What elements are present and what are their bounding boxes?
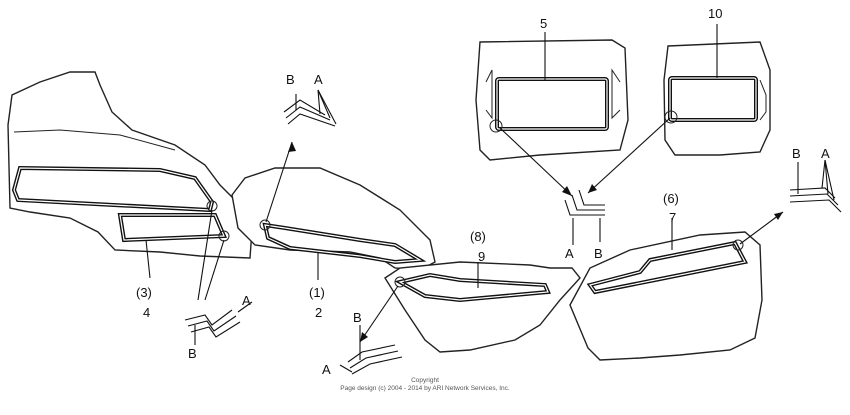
- label-part-4: 4: [143, 305, 150, 320]
- layer-label-a: A: [821, 146, 830, 161]
- lower-side-panel: [384, 261, 581, 353]
- layer-label-b: B: [594, 246, 603, 261]
- label-part-9: 9: [478, 249, 485, 264]
- label-part-3: (3): [136, 285, 152, 300]
- label-part-8: (8): [470, 229, 486, 244]
- right-side-panel: [569, 218, 763, 361]
- left-cowl-panel: [7, 71, 253, 279]
- layer-detail-right: [739, 159, 842, 245]
- layer-label-a: A: [322, 362, 331, 377]
- label-part-7: 7: [669, 210, 676, 225]
- label-part-10: 10: [708, 6, 722, 21]
- label-part-5: 5: [540, 16, 547, 31]
- layer-label-a: A: [314, 72, 323, 87]
- label-part-1: (1): [309, 285, 325, 300]
- layer-label-a: A: [242, 293, 251, 308]
- label-part-6: (6): [663, 191, 679, 206]
- layer-label-b: B: [353, 310, 362, 325]
- layer-detail-center: [499, 117, 671, 245]
- label-part-2: 2: [315, 305, 322, 320]
- layer-detail-bottom-left: [184, 209, 253, 345]
- copyright-line-2: Page design (c) 2004 - 2014 by ARI Netwo…: [340, 385, 510, 392]
- layer-detail-top-left: [265, 89, 337, 223]
- layer-label-b: B: [286, 72, 295, 87]
- layer-label-a: A: [565, 246, 574, 261]
- top-plate-5: [475, 32, 629, 161]
- copyright-notice: Copyright Page design (c) 2004 - 2014 by…: [0, 377, 850, 393]
- layer-label-b: B: [792, 146, 801, 161]
- top-plate-10: [663, 24, 771, 156]
- tank-decal-panel: [231, 167, 436, 280]
- layer-detail-bottom-center: [339, 285, 403, 375]
- layer-label-b: B: [188, 346, 197, 361]
- copyright-line-1: Copyright: [411, 377, 439, 384]
